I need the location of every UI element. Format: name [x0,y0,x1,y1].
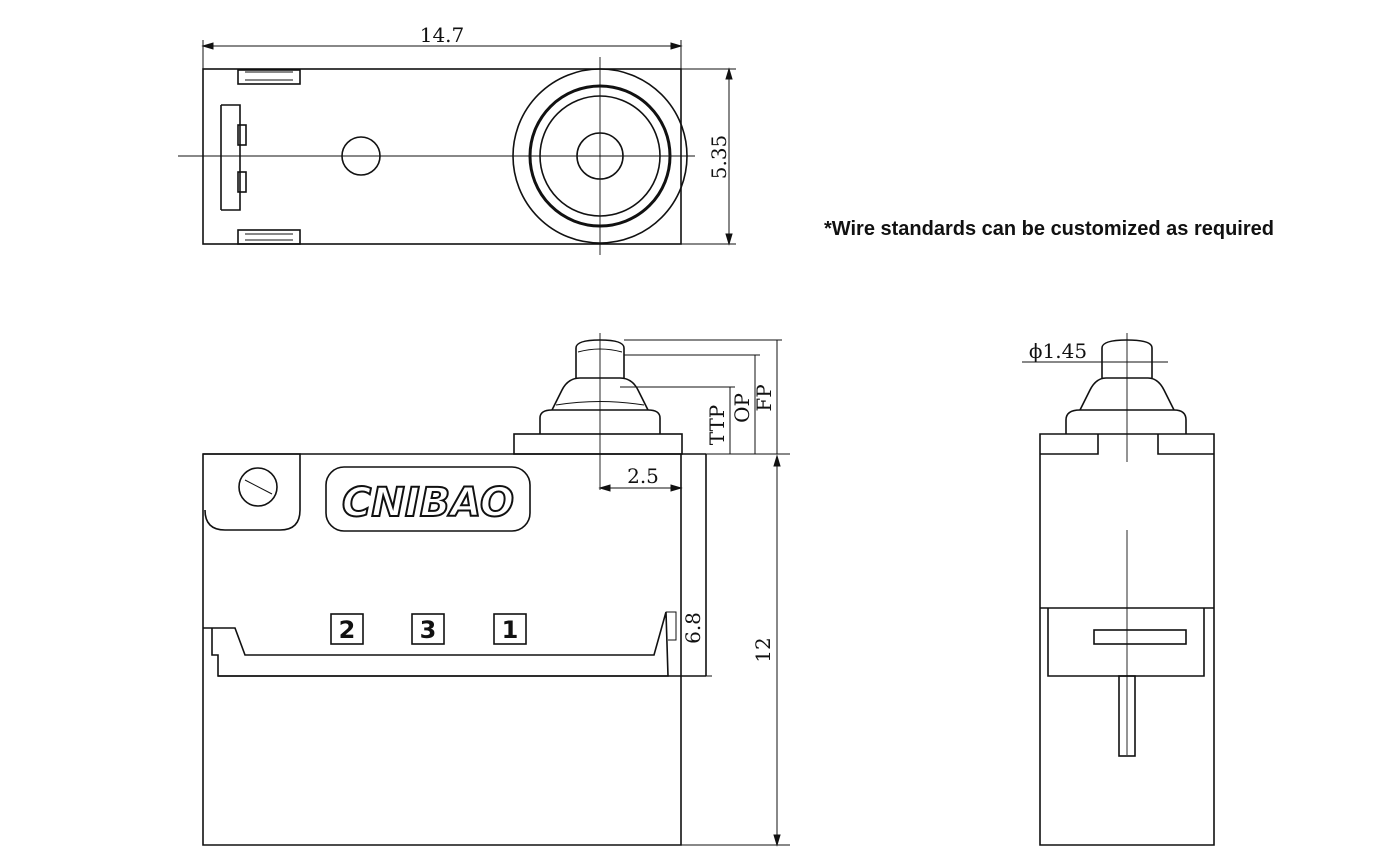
dim-body-upper: 6.8 [681,612,705,644]
terminal-3-label: 3 [420,616,437,644]
dim-top-width: 5.35 [707,135,731,180]
dim-ttp: TTP [705,405,729,446]
dim-fp: FP [752,384,776,411]
side-view: ϕ1.45 [1022,333,1215,846]
dim-top-length: 14.7 [420,23,465,47]
dim-plunger-offset: 2.5 [627,464,659,488]
dim-plunger-diameter: ϕ1.45 [1029,339,1087,363]
dim-op: OP [730,393,754,423]
top-view: 14.7 5.35 [178,23,736,255]
front-view: CNIBAO 2 3 1 TTP OP FP 2.5 [202,333,790,847]
dim-total-height: 12 [751,637,775,662]
wire-standard-note: *Wire standards can be customized as req… [824,218,1274,240]
brand-logo: CNIBAO [342,480,514,526]
terminal-1-label: 1 [502,616,519,644]
terminal-2-label: 2 [339,616,356,644]
